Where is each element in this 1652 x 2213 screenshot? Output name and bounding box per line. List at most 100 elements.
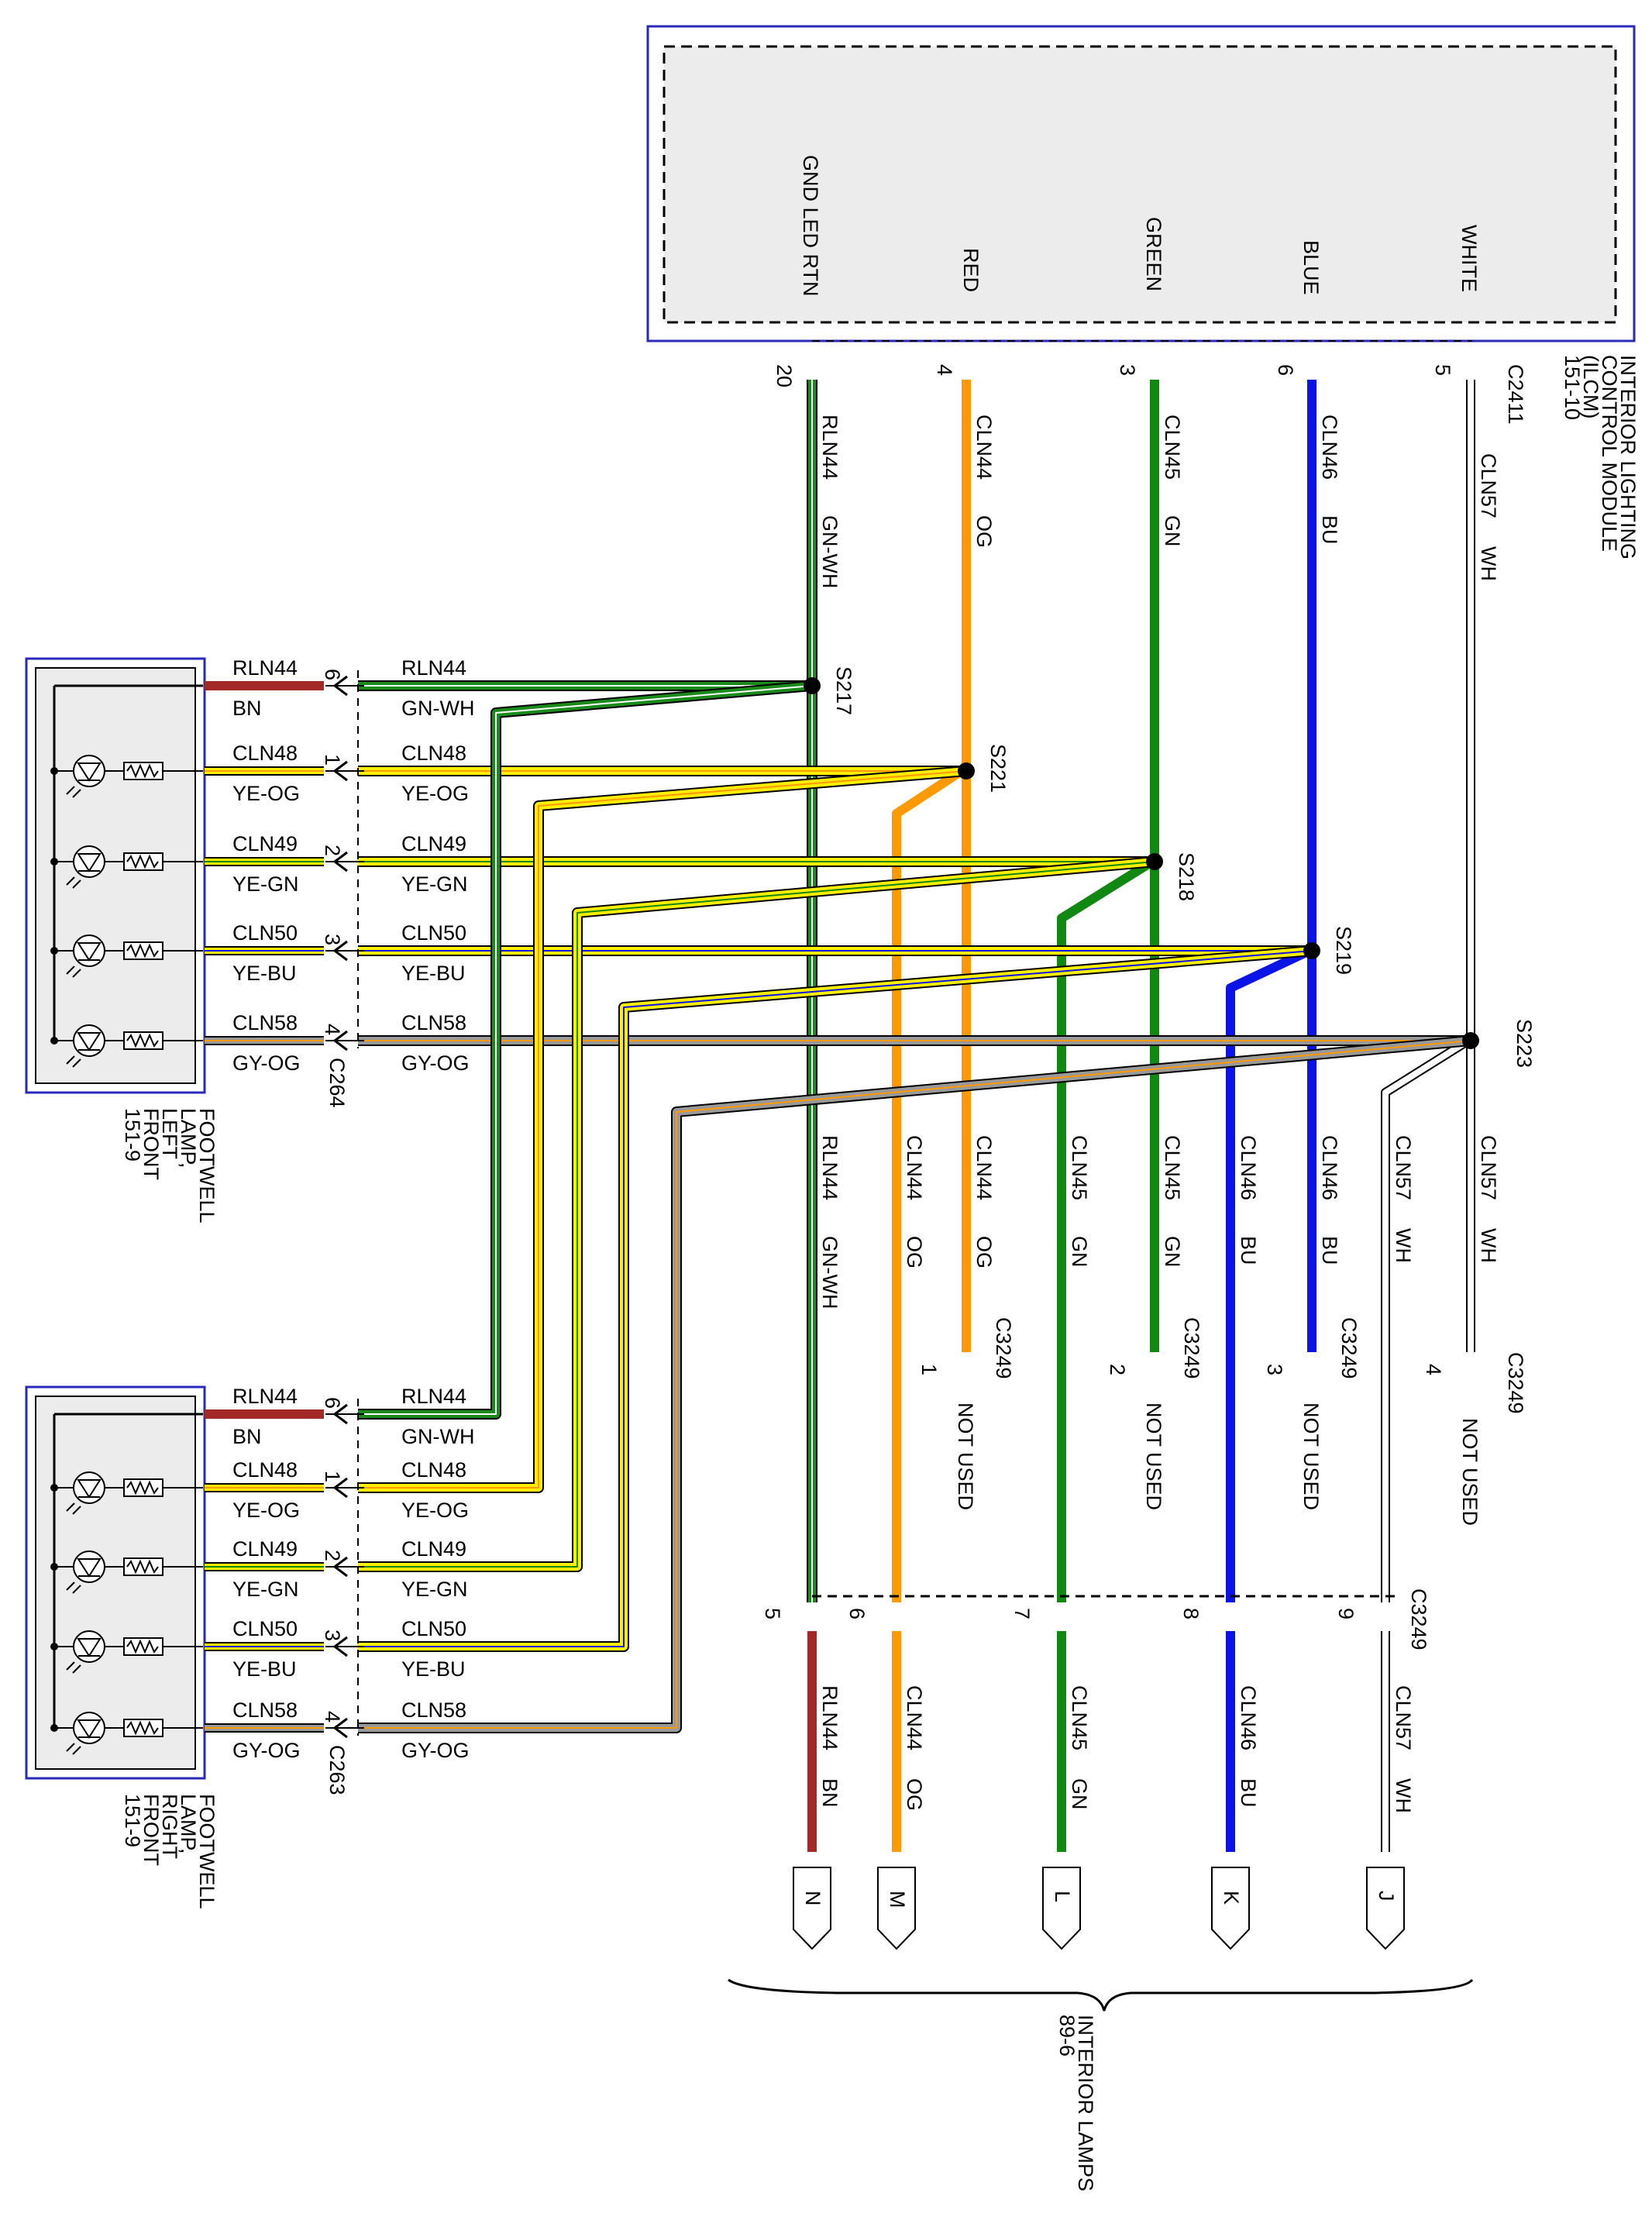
module-pin-number-4: 4 — [933, 364, 956, 376]
harness-circuit-label: CLN50 — [401, 921, 466, 945]
mid-label-8-circuit: CLN57 — [1477, 1135, 1500, 1200]
not-used-label-1: NOT USED — [954, 1402, 977, 1510]
bottom-label-0-color: BN — [818, 1778, 841, 1808]
mid-label-4-circuit: CLN45 — [1161, 1135, 1184, 1200]
lighting-control-module: INTERIOR LIGHTING CONTROL MODULE (ILCM) … — [646, 25, 1640, 559]
lamp-color-label: YE-OG — [232, 782, 300, 805]
resistor-icon — [123, 1637, 163, 1656]
bottom-label-3-circuit: CLN46 — [1237, 1685, 1260, 1750]
lamp-color-label: YE-BU — [232, 1657, 297, 1681]
mid-label-4-color: GN — [1161, 1236, 1184, 1268]
harness-color-label: GN-WH — [401, 1425, 474, 1448]
lamp-circuit-label: CLN58 — [232, 1698, 298, 1722]
module-pin-number-20: 20 — [773, 364, 796, 387]
c3249-lower: C3249 5 6 7 8 9 — [761, 1588, 1430, 1650]
lamp-pin-number: 4 — [321, 1711, 344, 1723]
mid-label-3-color: GN — [1068, 1236, 1091, 1268]
splices: S217 S221 S218 S219 S223 — [804, 666, 1536, 1068]
footwell-lamps: RLN44BNRLN44GN-WH6CLN48YE-OGCLN48YE-OG1C… — [25, 656, 474, 1909]
connector-arrow-icon — [325, 1403, 364, 1425]
lamp-name-line: LAMP, — [177, 1108, 200, 1168]
mid-label-5-color: BU — [1237, 1236, 1260, 1265]
lamp-name-line: 151-9 — [121, 1108, 144, 1162]
terminal-l: L — [1051, 1891, 1074, 1902]
lamp-circuit-label: CLN48 — [232, 1458, 298, 1482]
connector-arrow-icon — [325, 675, 364, 697]
lamp-pin-number: 2 — [321, 845, 344, 856]
connector-arrow-icon — [325, 851, 364, 872]
lamp-circuit-label: CLN49 — [232, 1537, 298, 1561]
harness-color-label: YE-GN — [401, 1578, 468, 1601]
c3249-lower-pin-9: 9 — [1334, 1608, 1358, 1619]
wire-label-cln57-circuit: CLN57 — [1477, 453, 1500, 518]
c3249-upper-pin-4: 4 — [1422, 1364, 1445, 1375]
mid-label-6-circuit: CLN46 — [1318, 1135, 1341, 1200]
led-icon — [66, 845, 105, 889]
splice-label-s217: S217 — [832, 666, 855, 715]
lamp-circuit-label: CLN50 — [232, 921, 298, 945]
mid-label-0-color: GN-WH — [818, 1236, 841, 1309]
bottom-label-1-circuit: CLN44 — [903, 1685, 926, 1750]
c3249-lower-label: C3249 — [1407, 1588, 1430, 1650]
bottom-label-2-circuit: CLN45 — [1068, 1685, 1091, 1750]
lamp-color-label: YE-OG — [232, 1499, 300, 1522]
lamp-connector-label: C263 — [325, 1745, 349, 1795]
module-pin-label-red: RED — [959, 248, 983, 292]
c3249-upper-label-3: C3249 — [1337, 1317, 1361, 1379]
bottom-label-3-color: BU — [1237, 1778, 1260, 1808]
wire-label-cln46-circuit: CLN46 — [1318, 415, 1341, 480]
bottom-wires — [807, 1631, 1390, 1852]
mid-label-6-color: BU — [1318, 1236, 1341, 1265]
led-icon — [66, 1712, 105, 1755]
lamp-color-label: GY-OG — [232, 1739, 301, 1762]
terminal-j: J — [1375, 1891, 1398, 1902]
interior-lamps-name: INTERIOR LAMPS — [1074, 2015, 1097, 2191]
module-name-line-4: 151-10 — [1561, 355, 1584, 420]
lamp-name-line: LEFT — [158, 1108, 181, 1159]
harness-circuit-label: CLN49 — [401, 832, 466, 855]
resistor-icon — [123, 1478, 163, 1497]
module-connector-label: C2411 — [1504, 364, 1527, 425]
c3249-lower-pin-8: 8 — [1179, 1608, 1203, 1619]
harness-color-label: YE-GN — [401, 872, 468, 896]
lamp-color-label: YE-BU — [232, 962, 297, 985]
lamp-circuit-label: RLN44 — [232, 1385, 298, 1408]
harness-color-label: YE-OG — [401, 1499, 469, 1522]
splice-label-s218: S218 — [1175, 852, 1198, 901]
mid-label-1-color: OG — [903, 1236, 926, 1268]
lamp-name-line: 151-9 — [121, 1794, 144, 1847]
led-icon — [66, 1550, 105, 1594]
splice-label-s223: S223 — [1513, 1019, 1536, 1068]
harness-circuit-label: CLN50 — [401, 1617, 466, 1640]
harness-color-label: YE-BU — [401, 1657, 466, 1681]
lamp-color-label: GY-OG — [232, 1051, 301, 1075]
wire-label-cln45-color: GN — [1161, 515, 1184, 547]
lamp-name-line: FRONT — [139, 1108, 163, 1180]
lamp-pin-number: 6 — [321, 669, 344, 680]
harness-circuit-label: CLN49 — [401, 1537, 466, 1561]
mid-label-5-circuit: CLN46 — [1237, 1135, 1260, 1200]
interior-lamps-ref: 89-6 — [1055, 2015, 1079, 2056]
footwell-lamp-left: RLN44BNRLN44GN-WH6CLN48YE-OGCLN48YE-OG1C… — [25, 656, 474, 1224]
not-used-label-3: NOT USED — [1299, 1402, 1323, 1510]
lamp-pin-number: 4 — [321, 1024, 344, 1035]
bottom-label-4-circuit: CLN57 — [1392, 1685, 1415, 1750]
lamp-circuit-label: CLN50 — [232, 1617, 298, 1640]
wire-label-rln44-color: GN-WH — [818, 515, 841, 588]
module-pin-label-white: WHITE — [1458, 225, 1481, 292]
harness-color-label: GY-OG — [401, 1739, 470, 1762]
harness-color-label: GN-WH — [401, 697, 474, 720]
mid-label-2-circuit: CLN44 — [972, 1135, 996, 1200]
splice-label-s219: S219 — [1332, 926, 1355, 975]
lamp-pin-number: 6 — [321, 1397, 344, 1409]
harness-circuit-label: CLN58 — [401, 1698, 466, 1722]
resistor-icon — [123, 852, 163, 871]
resistor-icon — [123, 1031, 163, 1050]
module-name-line-3: (ILCM) — [1579, 355, 1602, 419]
